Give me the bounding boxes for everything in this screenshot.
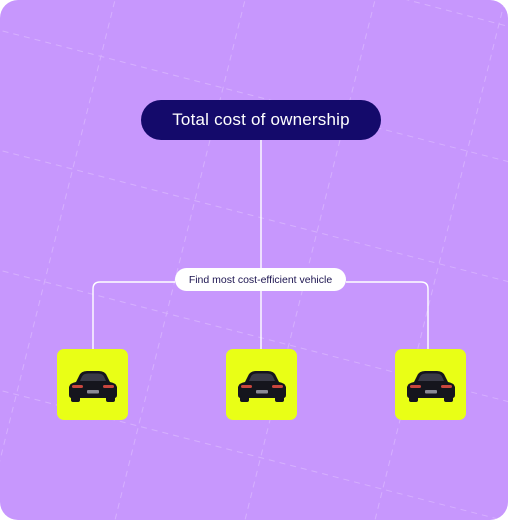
connector-label: Find most cost-efficient vehicle <box>188 273 333 286</box>
grid-line <box>0 29 508 163</box>
grid-line <box>114 0 246 520</box>
car-rear-icon <box>237 370 286 402</box>
grid-line <box>0 269 508 403</box>
grid-line <box>374 0 506 520</box>
vehicle-tile-center <box>226 349 297 420</box>
root-node-label: Total cost of ownership <box>172 110 350 129</box>
car-rear-icon <box>68 370 117 402</box>
grid-line <box>0 0 116 463</box>
left-connector <box>92 281 175 349</box>
right-connector <box>346 281 429 349</box>
connector-label-pill: Find most cost-efficient vehicle <box>175 268 346 291</box>
vehicle-tile-left <box>57 349 128 420</box>
car-rear-icon <box>406 370 455 402</box>
grid-line <box>244 0 376 520</box>
root-node: Total cost of ownership <box>141 100 381 140</box>
vehicle-tile-right <box>395 349 466 420</box>
grid-line <box>0 149 508 283</box>
